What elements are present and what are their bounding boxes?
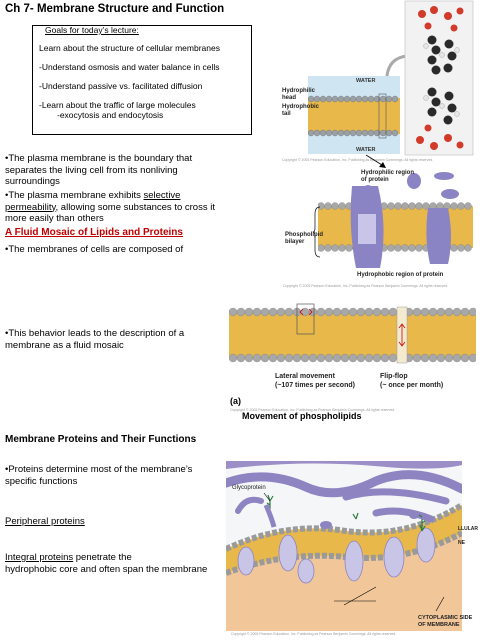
flip-flop-label: Flip-flop (~ once per month) [380, 373, 444, 389]
fluid-mosaic-heading: A Fluid Mosaic of Lipids and Proteins [5, 227, 183, 238]
figure2-copyright: Copyright © 2005 Pearson Education, Inc.… [283, 284, 449, 288]
goal-item: -Understand osmosis and water balance in… [39, 62, 220, 72]
integral-proteins-text: Integral proteins penetrate the hydropho… [5, 552, 208, 575]
water-label-bottom: WATER [356, 147, 375, 153]
peripheral-proteins-link: Peripheral proteins [5, 516, 85, 527]
proteins-heading: Membrane Proteins and Their Functions [5, 434, 197, 445]
lateral-movement-label: Lateral movement (~107 times per second) [275, 373, 355, 389]
membrane-proteins-figure: Glycoprotein [226, 461, 462, 631]
extracellular-label: LLULAR NE [458, 526, 478, 546]
figure1-copyright: Copyright © 2005 Pearson Education, Inc.… [282, 158, 434, 162]
figure3-copyright: Copyright © 2005 Pearson Education, Inc.… [230, 408, 396, 412]
goal-item: Learn about the structure of cellular me… [39, 43, 220, 53]
page-title: Ch 7- Membrane Structure and Function [5, 3, 225, 15]
glycoprotein-label: Glycoprotein [232, 485, 266, 491]
goal-item: -exocytosis and endocytosis [57, 110, 164, 120]
phospholipid-bilayer-label: Phospholipid bilayer [285, 232, 323, 245]
figure4-copyright: Copyright © 2005 Pearson Education, Inc.… [231, 632, 397, 636]
goals-box: Goals for today’s lecture: Learn about t… [32, 25, 252, 135]
goals-heading: Goals for today’s lecture: [45, 25, 139, 35]
hydrophilic-head-label: Hydrophilic head [282, 88, 316, 101]
behavior-bullet: •This behavior leads to the description … [5, 328, 185, 351]
boundary-bullet: •The plasma membrane is the boundary tha… [5, 153, 193, 187]
composed-bullet: •The membranes of cells are composed of [5, 244, 184, 255]
down-arrow [365, 154, 386, 168]
movement-caption: Movement of phospholipids [242, 411, 362, 421]
bilayer-bracket [313, 206, 321, 258]
hydrophobic-region-label: Hydrophobic region of protein [357, 272, 444, 278]
panel-a-label: (a) [230, 396, 241, 406]
bilayer-figure: WATER WATER [308, 76, 400, 154]
hydrophilic-region-label: Hydrophilic region of protein [361, 170, 415, 183]
proteins-bullet: •Proteins determine most of the membrane… [5, 464, 193, 487]
phospholipid-movement-figure [229, 303, 476, 364]
hydrophobic-tail-label: Hydrophobic tail [282, 104, 319, 117]
selective-bullet: •The plasma membrane exhibits selective … [5, 190, 215, 224]
goal-item: -Learn about the traffic of large molecu… [39, 100, 196, 110]
bilayer-protein-figure [318, 172, 473, 268]
molecule-model [404, 0, 474, 156]
goal-item: -Understand passive vs. facilitated diff… [39, 81, 203, 91]
cytoplasmic-side-label: CYTOPLASMIC SIDE OF MEMBRANE [418, 615, 473, 628]
water-label-top: WATER [356, 78, 375, 84]
